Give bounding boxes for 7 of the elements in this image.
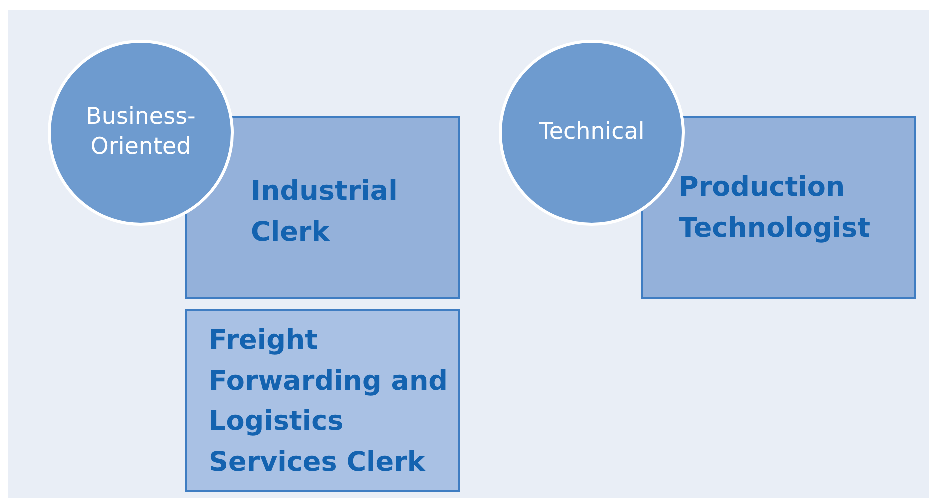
category-label: Business-Oriented [85, 103, 197, 162]
role-title: Freight Forwarding and Logistics Services Clerk [209, 324, 449, 480]
role-box [641, 116, 916, 299]
role-title: Production Technologist [679, 171, 872, 246]
role-box [185, 309, 460, 492]
category-label: Technical [538, 118, 646, 148]
role-title: Industrial Clerk [251, 175, 399, 250]
